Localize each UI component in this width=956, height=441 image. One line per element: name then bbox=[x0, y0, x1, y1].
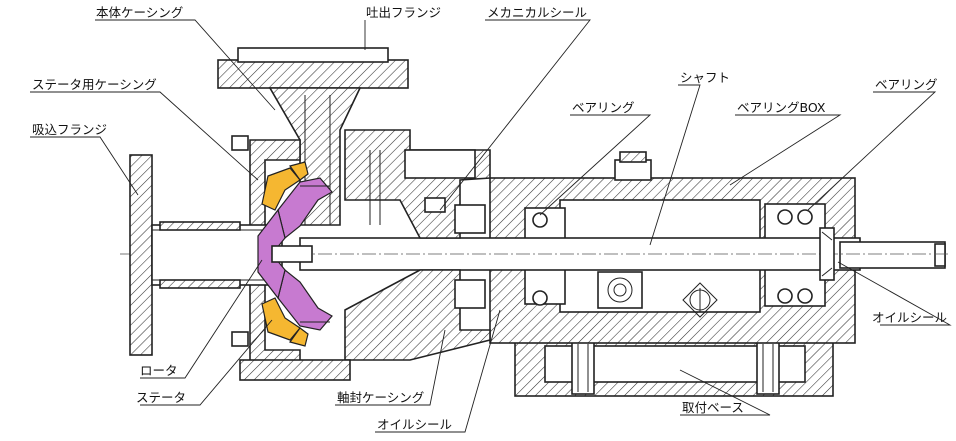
label-stator-casing: ステータ用ケーシング bbox=[32, 77, 157, 92]
labels: 本体ケーシング 吐出フランジ メカニカルシール ステータ用ケーシング ベアリング… bbox=[32, 5, 947, 432]
label-mechanical-seal: メカニカルシール bbox=[487, 5, 587, 20]
label-bearing-box: ベアリングBOX bbox=[737, 100, 826, 115]
label-mounting-base: 取付ベース bbox=[682, 400, 744, 415]
label-bearing-right: ベアリング bbox=[875, 77, 938, 92]
rotor-segments bbox=[257, 177, 333, 331]
stator-segments bbox=[261, 161, 309, 347]
label-main-casing: 本体ケーシング bbox=[96, 5, 183, 20]
main-casing bbox=[217, 47, 409, 381]
oil-seal-right bbox=[819, 227, 835, 281]
label-stator: ステータ bbox=[136, 390, 186, 405]
label-shaft-seal-casing: 軸封ケーシング bbox=[337, 390, 424, 405]
label-suction-flange: 吸込フランジ bbox=[32, 122, 107, 137]
label-shaft: シャフト bbox=[680, 70, 730, 85]
label-discharge-flange: 吐出フランジ bbox=[366, 5, 441, 20]
label-oil-seal-right: オイルシール bbox=[872, 310, 947, 325]
label-bearing-left: ベアリング bbox=[572, 100, 635, 115]
leader-lines bbox=[30, 19, 952, 433]
mounting-base bbox=[514, 337, 834, 397]
shaft-seal-casing bbox=[344, 129, 491, 361]
label-rotor: ロータ bbox=[140, 363, 178, 378]
shaft bbox=[120, 237, 950, 271]
label-oil-seal-bottom: オイルシール bbox=[377, 417, 452, 432]
bearings bbox=[532, 209, 813, 306]
